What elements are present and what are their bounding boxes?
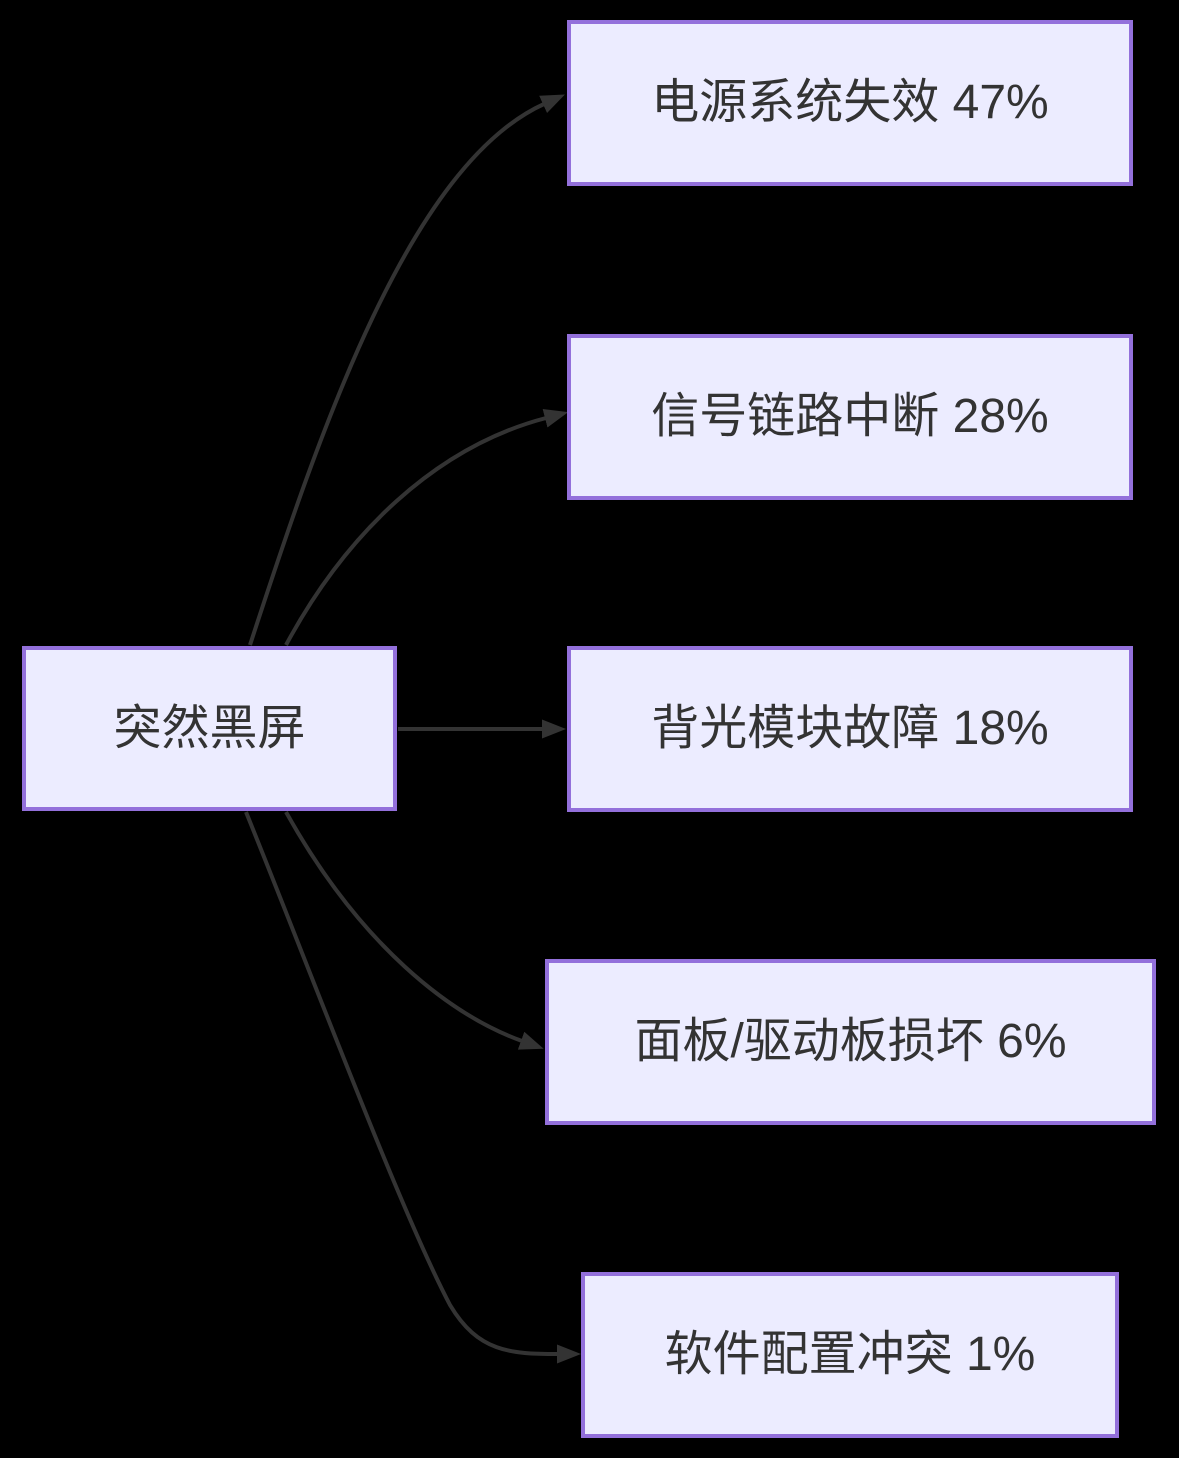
node-cause-signal-label: 信号链路中断 28% bbox=[651, 390, 1049, 444]
node-root-label: 突然黑屏 bbox=[113, 701, 306, 755]
edge-root-to-panel bbox=[284, 811, 544, 1050]
edge-root-to-software bbox=[244, 811, 581, 1364]
node-cause-panel-label: 面板/驱动板损坏 6% bbox=[634, 1015, 1067, 1069]
node-root: 突然黑屏 bbox=[22, 646, 397, 811]
node-cause-power: 电源系统失效 47% bbox=[567, 20, 1133, 186]
edge-root-to-power bbox=[248, 94, 565, 646]
node-cause-software: 软件配置冲突 1% bbox=[581, 1272, 1119, 1438]
node-cause-signal: 信号链路中断 28% bbox=[567, 334, 1133, 500]
node-cause-backlight-label: 背光模块故障 18% bbox=[651, 702, 1049, 756]
node-cause-backlight: 背光模块故障 18% bbox=[567, 646, 1133, 812]
edge-root-to-signal bbox=[284, 409, 569, 646]
node-cause-power-label: 电源系统失效 47% bbox=[651, 76, 1049, 130]
node-cause-panel: 面板/驱动板损坏 6% bbox=[545, 959, 1156, 1125]
node-cause-software-label: 软件配置冲突 1% bbox=[664, 1328, 1036, 1382]
